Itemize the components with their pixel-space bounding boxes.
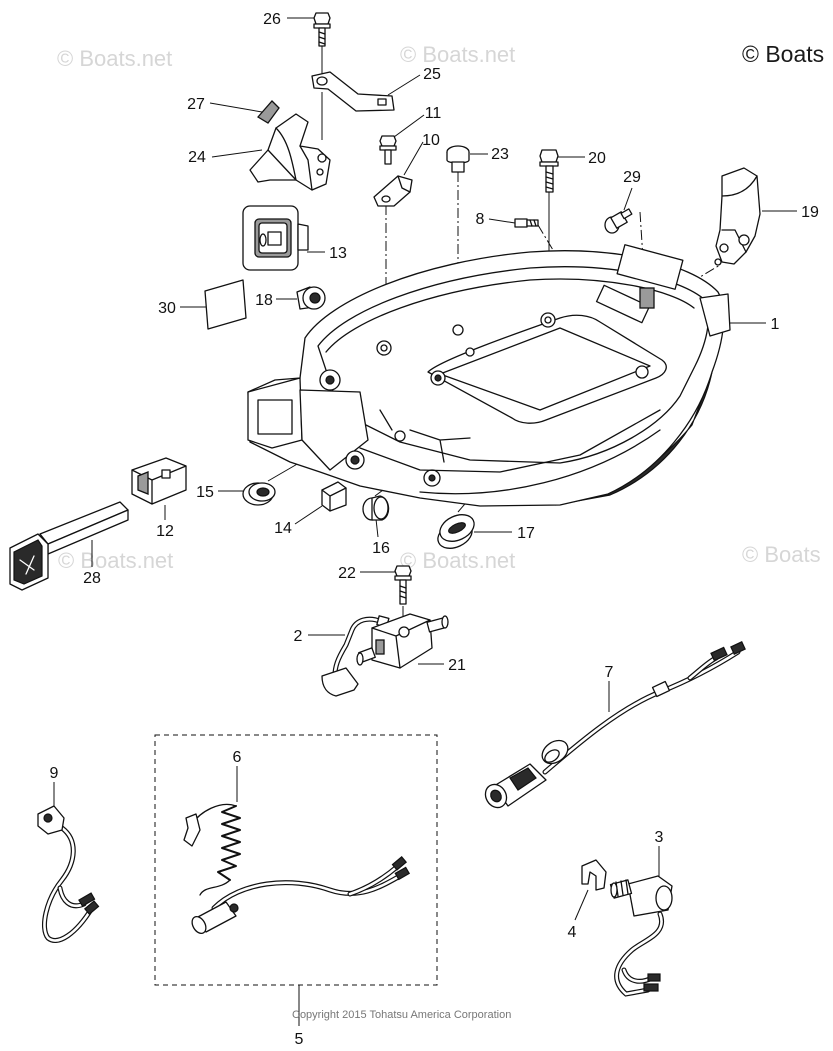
callout-11: 11 [425,105,442,122]
leader-line [574,889,589,921]
watermark: © Boats.net [400,42,515,67]
part-21-illustration [356,613,449,669]
callout-12: 12 [156,523,174,540]
part-17-illustration [437,514,475,549]
part-2-illustration [321,615,390,697]
part-15-illustration [242,482,276,506]
leader-line [387,74,421,96]
leader-line [209,102,263,113]
callout-16: 16 [372,540,390,557]
part-18-illustration [296,286,326,310]
leader-line [211,149,263,158]
callout-27: 27 [187,96,205,113]
leader-line [403,141,424,176]
part-19-illustration [714,167,761,266]
callout-15: 15 [196,484,214,501]
part-26-illustration [313,12,331,47]
part-28-illustration [9,501,129,591]
callout-20: 20 [588,150,606,167]
callout-24: 24 [188,149,206,166]
part-29-illustration [604,208,633,234]
part-14-illustration [321,481,347,512]
part-16-illustration [362,495,390,521]
callout-21: 21 [448,657,466,674]
callout-8: 8 [476,211,485,228]
part-30-illustration [204,279,247,330]
callout-6: 6 [233,749,242,766]
part-12-illustration [131,457,187,505]
callout-29: 29 [623,169,641,186]
watermark: © Boats [742,542,821,567]
callout-3: 3 [655,829,664,846]
callout-23: 23 [491,146,509,163]
part-22-illustration [394,565,412,605]
watermarks: © Boats.net © Boats.net © Boats.net © Bo… [57,41,824,573]
part-1-illustration [247,244,731,507]
callout-22: 22 [338,565,356,582]
leader-lines [53,17,797,1026]
part-24-illustration [249,113,331,191]
part-3-illustration [609,875,673,997]
leader-line [623,187,633,211]
part-4-illustration [581,859,607,891]
leader-line [375,518,379,538]
watermark: © Boats.net [400,548,515,573]
part-23-illustration [446,145,470,173]
callout-1: 1 [771,316,780,333]
leader-line [393,114,425,138]
part-11-illustration [379,135,397,165]
part-9-illustration [37,805,100,943]
copyright-notice: Copyright 2015 Tohatsu America Corporati… [292,1009,511,1021]
part-13-illustration [242,205,309,271]
callout-14: 14 [274,520,292,537]
part-7-illustration [484,641,746,809]
callout-13: 13 [329,245,347,262]
callout-28: 28 [83,570,101,587]
part-6-illustration [183,803,411,935]
callout-17: 17 [517,525,535,542]
callout-4: 4 [568,924,577,941]
callout-26: 26 [263,11,281,28]
callout-10: 10 [422,132,440,149]
leader-line [294,505,323,525]
watermark: © Boats.net [57,46,172,71]
part-20-illustration [539,149,559,193]
part-8-illustration [514,218,539,228]
part-10-illustration [373,175,413,207]
part-27-illustration [256,100,280,124]
watermark: © Boats.net [58,548,173,573]
callout-9: 9 [50,765,59,782]
callout-25: 25 [423,66,441,83]
callout-5: 5 [295,1031,304,1048]
leader-line [488,218,516,224]
callout-2: 2 [294,628,303,645]
part-25-illustration [311,71,395,112]
corner-copyright-mark: © Boats [742,41,824,67]
kit-outline-box [154,734,438,986]
callout-18: 18 [255,292,273,309]
callouts: 26 25 27 24 11 10 23 20 29 19 8 13 30 18… [50,11,819,1048]
callout-30: 30 [158,300,176,317]
callout-7: 7 [605,664,614,681]
callout-19: 19 [801,204,819,221]
